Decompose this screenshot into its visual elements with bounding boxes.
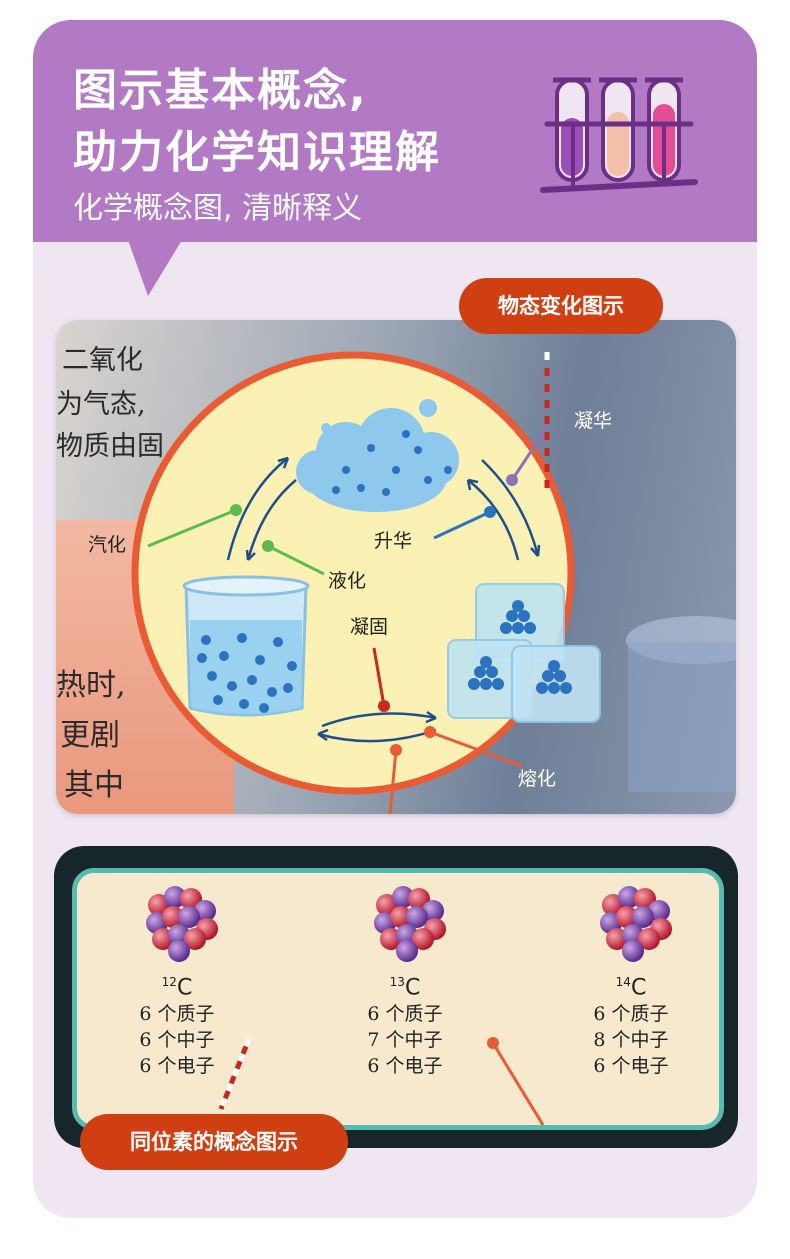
label-melting: 熔化: [518, 768, 557, 790]
isotope-board: 12C 6 个质子 6 个中子 6 个电子 13C 6 个质子 7 个中子 6 …: [72, 868, 724, 1130]
title-line-1: 图示基本概念,: [73, 65, 368, 116]
nucleus-icon: [374, 886, 446, 962]
neutrons: 8 个中子: [593, 1029, 669, 1052]
isotope-c14: 14C 6 个质子 8 个中子 6 个电子: [561, 969, 701, 1079]
mass-number: 12: [161, 975, 177, 989]
mass-number: 14: [615, 975, 631, 989]
nuclei-illustration: [146, 886, 672, 1125]
gas-cloud-icon: [296, 399, 459, 512]
element-symbol: C: [176, 975, 193, 1001]
nucleus-icon: [146, 886, 218, 962]
neutrons: 7 个中子: [367, 1029, 443, 1052]
liquid-beaker-icon: [182, 575, 310, 717]
bg-text-3: 物质由固: [56, 431, 164, 462]
element-symbol: C: [630, 975, 647, 1001]
bg-text-6: 其中: [64, 768, 124, 803]
protons: 6 个质子: [139, 1003, 215, 1026]
label-sublimation: 升华: [374, 530, 413, 552]
isotope-panel: 12C 6 个质子 6 个中子 6 个电子 13C 6 个质子 7 个中子 6 …: [54, 846, 738, 1148]
label-liquefaction: 液化: [328, 570, 367, 592]
phase-change-panel: 二氧化 为气态, 物质由固 热时, 更剧 其中: [56, 320, 736, 814]
bg-text-4: 热时,: [56, 668, 126, 703]
bg-text-2: 为气态,: [56, 389, 146, 420]
protons: 6 个质子: [593, 1003, 669, 1026]
mass-number: 13: [389, 975, 405, 989]
label-deposition: 凝华: [574, 410, 613, 432]
electrons: 6 个电子: [593, 1055, 669, 1078]
title-line-2: 助力化学知识理解: [73, 127, 441, 178]
label-vaporization: 汽化: [88, 534, 127, 556]
bg-text-5: 更剧: [60, 718, 120, 753]
test-tubes-icon: [540, 77, 698, 193]
isotope-c12: 12C 6 个质子 6 个中子 6 个电子: [107, 969, 247, 1079]
electrons: 6 个电子: [139, 1055, 215, 1078]
isotope-diagram-tag: 同位素的概念图示: [80, 1114, 348, 1170]
phase-cycle-diagram: [131, 351, 736, 814]
neutrons: 6 个中子: [139, 1029, 215, 1052]
subtitle: 化学概念图, 清晰释义: [73, 191, 363, 226]
speech-bubble-tail: [128, 240, 182, 296]
phase-diagram-tag: 物态变化图示: [459, 278, 663, 334]
isotope-c13: 13C 6 个质子 7 个中子 6 个电子: [335, 969, 475, 1079]
nucleus-icon: [600, 886, 672, 962]
header-banner: 图示基本概念, 助力化学知识理解 化学概念图, 清晰释义: [33, 20, 757, 242]
element-symbol: C: [404, 975, 421, 1001]
label-solidification: 凝固: [350, 616, 389, 638]
protons: 6 个质子: [367, 1003, 443, 1026]
solid-ice-icon: [447, 583, 601, 723]
electrons: 6 个电子: [367, 1055, 443, 1078]
bg-text-1: 二氧化: [62, 345, 143, 376]
